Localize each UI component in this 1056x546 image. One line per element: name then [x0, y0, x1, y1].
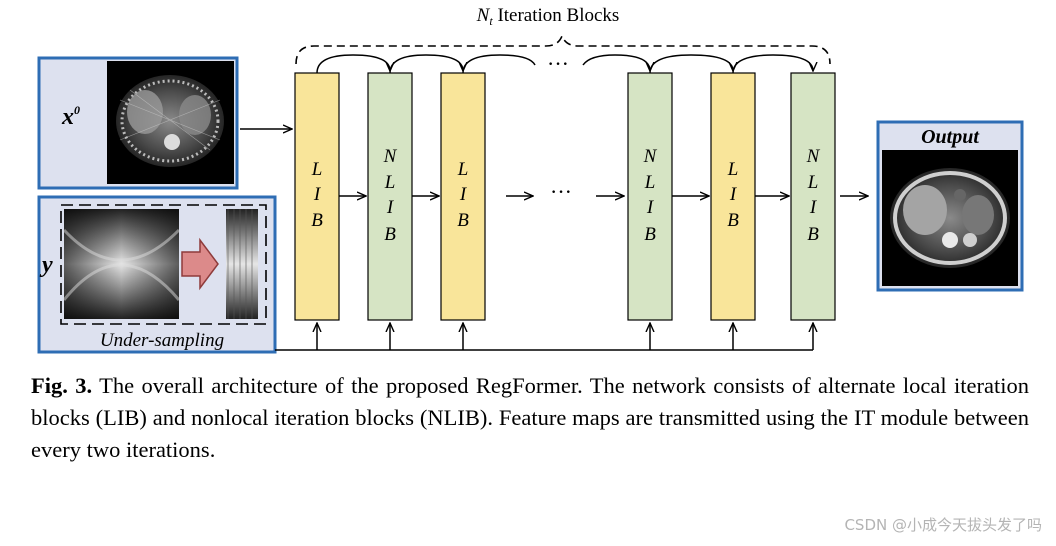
- svg-text:L: L: [311, 159, 323, 180]
- svg-text:N: N: [383, 146, 398, 167]
- svg-text:L: L: [457, 159, 469, 180]
- svg-text:I: I: [313, 184, 322, 205]
- y-label: y: [39, 252, 53, 278]
- skip-arc-6: [732, 54, 813, 74]
- architecture-diagram: Nt Iteration Blocks x0 y Under-sampling: [37, 5, 1024, 354]
- block-3-lib: L I B: [440, 72, 486, 321]
- svg-text:B: B: [311, 210, 323, 231]
- block-4-nlib: N L I B: [627, 72, 673, 321]
- caption-text: The overall architecture of the proposed…: [31, 373, 1029, 462]
- x0-label: x0: [61, 103, 80, 130]
- top-ellipsis: ···: [547, 51, 569, 76]
- svg-text:N: N: [643, 146, 658, 167]
- svg-text:L: L: [727, 159, 739, 180]
- block-1-lib: L I B: [294, 72, 340, 321]
- block-6-nlib: N L I B: [790, 72, 836, 321]
- middle-ellipsis: ···: [550, 179, 572, 204]
- figure-caption: Fig. 3. The overall architecture of the …: [31, 370, 1029, 466]
- svg-text:I: I: [729, 184, 738, 205]
- x0-ct-image: [107, 61, 234, 184]
- svg-text:L: L: [384, 172, 396, 193]
- y-sinogram-sparse: [226, 209, 258, 319]
- skip-arc-3: [462, 54, 536, 74]
- skip-arc-4: [582, 54, 650, 71]
- svg-text:B: B: [457, 210, 469, 231]
- skip-arc-2: [389, 54, 463, 74]
- svg-text:I: I: [386, 197, 395, 218]
- svg-text:B: B: [644, 224, 656, 245]
- iteration-blocks-label: Nt Iteration Blocks: [476, 5, 620, 28]
- skip-arc-1: [316, 54, 390, 74]
- undersampling-arrow-icon: [181, 237, 219, 291]
- svg-text:L: L: [807, 172, 819, 193]
- svg-text:I: I: [809, 197, 818, 218]
- output-label: Output: [921, 126, 980, 148]
- figure-label: Fig. 3.: [31, 373, 93, 398]
- undersampling-label: Under-sampling: [100, 330, 224, 351]
- block-5-lib: L I B: [710, 72, 756, 321]
- output-ct-image: [882, 150, 1018, 286]
- svg-text:N: N: [806, 146, 821, 167]
- svg-text:B: B: [384, 224, 396, 245]
- svg-text:I: I: [646, 197, 655, 218]
- watermark: CSDN @小成今天拔头发了吗: [844, 516, 1042, 534]
- y-sinogram-full: [62, 209, 181, 319]
- skip-arc-5: [649, 54, 733, 74]
- svg-text:B: B: [727, 210, 739, 231]
- svg-text:I: I: [459, 184, 468, 205]
- block-2-nlib: N L I B: [367, 72, 413, 321]
- svg-text:B: B: [807, 224, 819, 245]
- svg-text:L: L: [644, 172, 656, 193]
